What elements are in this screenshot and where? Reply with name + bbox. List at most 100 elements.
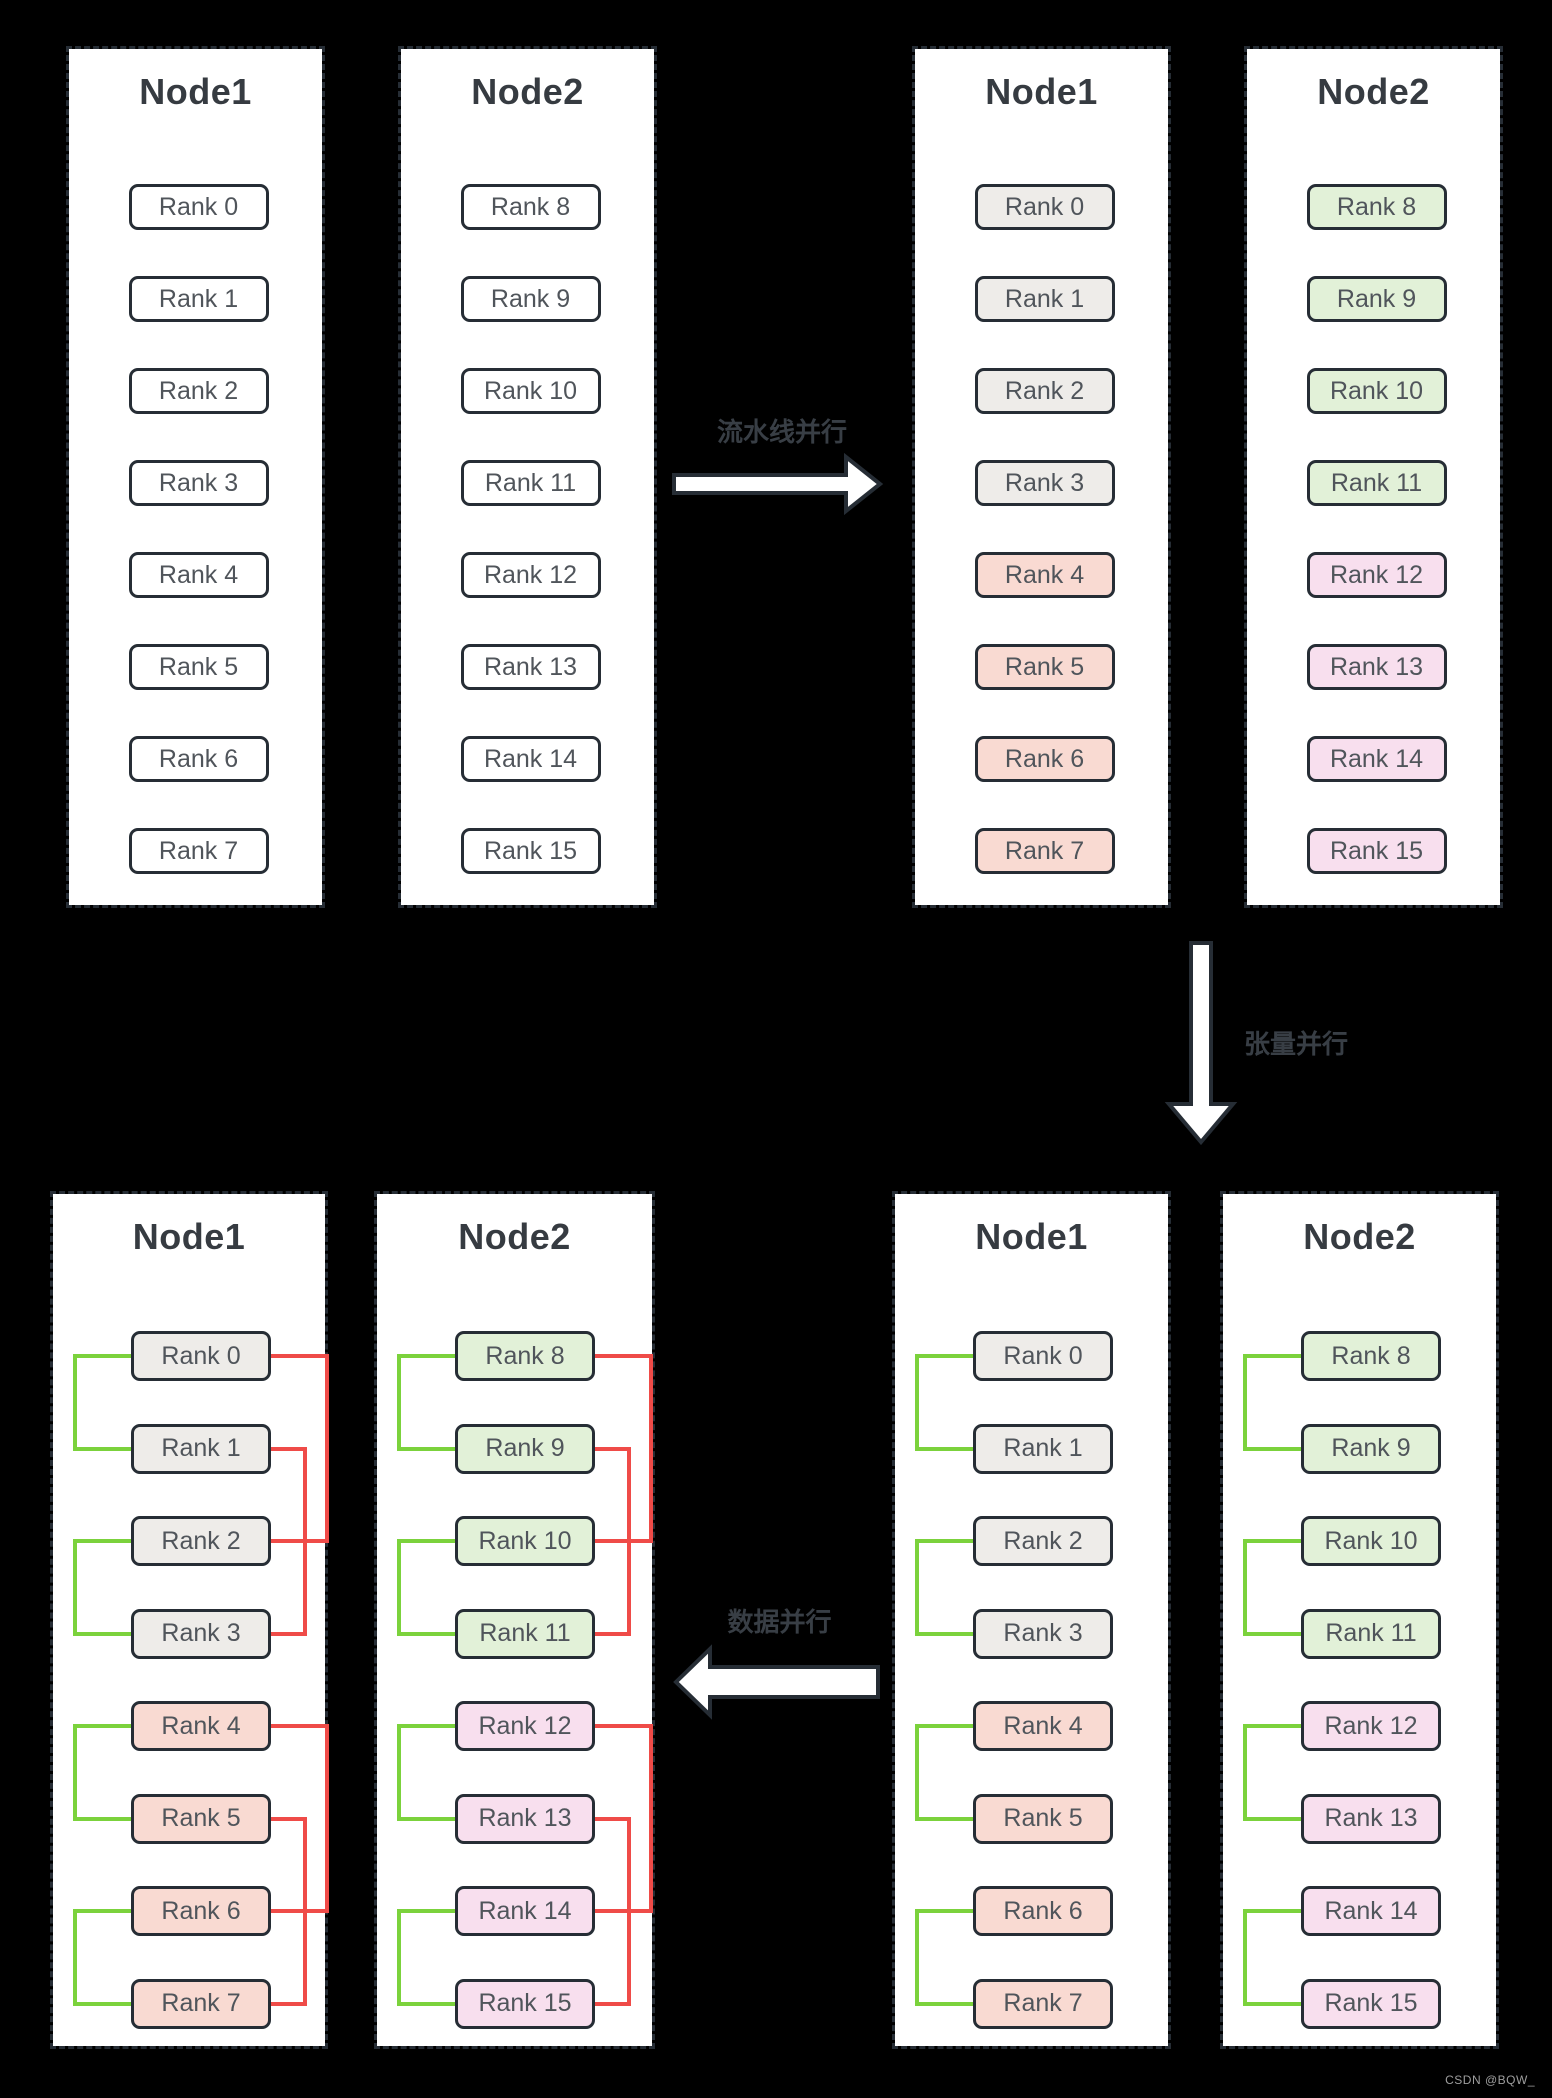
- data-parallel-link: [397, 1354, 455, 1451]
- pipeline-parallel-arrow: 流水线并行: [672, 412, 892, 515]
- rank-label: Rank 14: [1324, 1896, 1418, 1925]
- rank-box: Rank 10: [455, 1516, 595, 1566]
- panel-title: Node2: [1303, 1216, 1416, 1257]
- rank-label: Rank 5: [1003, 1804, 1083, 1832]
- rank-box: Rank 0: [128, 184, 269, 230]
- data-parallel-link: [1243, 1724, 1301, 1821]
- rank-label: Rank 13: [483, 652, 578, 681]
- rank-label: Rank 6: [161, 1896, 241, 1925]
- data-parallel-arrow: 数据并行: [672, 1602, 887, 1721]
- rank-label: Rank 12: [1329, 560, 1424, 589]
- panel-title: Node2: [471, 71, 584, 112]
- data-parallel-link: [1243, 1354, 1301, 1451]
- rank-label: Rank 3: [158, 468, 239, 497]
- data-parallel-link: [73, 1724, 131, 1821]
- rank-label: Rank 11: [479, 1619, 571, 1647]
- rank-label: Rank 15: [1324, 1989, 1418, 2017]
- rank-label: Rank 5: [1004, 652, 1085, 681]
- rank-box: Rank 4: [131, 1701, 271, 1751]
- rank-label: Rank 13: [1324, 1804, 1418, 1832]
- rank-box: Rank 5: [131, 1793, 271, 1844]
- rank-label: Rank 2: [161, 1526, 241, 1555]
- data-parallel-link: [1243, 1909, 1301, 2006]
- rank-box: Rank 2: [973, 1516, 1113, 1566]
- rank-box: Rank 4: [974, 552, 1115, 598]
- rank-box: Rank 2: [131, 1516, 271, 1566]
- rank-label: Rank 15: [478, 1989, 572, 2017]
- rank-box: Rank 6: [128, 736, 269, 782]
- rank-box: Rank 1: [974, 276, 1115, 322]
- rank-label: Rank 9: [1336, 284, 1417, 313]
- data-parallel-link: [73, 1354, 131, 1451]
- panel-title: Node2: [1317, 71, 1430, 112]
- rank-box: Rank 6: [973, 1886, 1113, 1936]
- rank-label: Rank 7: [161, 1989, 241, 2017]
- rank-box: Rank 5: [974, 644, 1115, 690]
- rank-label: Rank 10: [483, 376, 578, 405]
- rank-box: Rank 9: [460, 276, 601, 322]
- rank-box: Rank 3: [973, 1608, 1113, 1659]
- rank-label: Rank 4: [161, 1711, 241, 1740]
- tensor-parallel-link: [595, 1354, 653, 1543]
- rank-label: Rank 2: [1004, 376, 1085, 405]
- rank-label: Rank 10: [478, 1526, 572, 1555]
- tensor-parallel-link: [595, 1446, 631, 1636]
- rank-label: Rank 14: [1329, 744, 1424, 773]
- rank-box: Rank 7: [131, 1978, 271, 2029]
- rank-box: Rank 12: [460, 552, 601, 598]
- rank-box: Rank 12: [1301, 1701, 1441, 1751]
- rank-label: Rank 10: [1324, 1526, 1418, 1555]
- rank-label: Rank 6: [158, 744, 239, 773]
- rank-label: Rank 7: [1004, 836, 1085, 865]
- rank-label: Rank 0: [161, 1341, 241, 1370]
- rank-box: Rank 11: [455, 1608, 595, 1659]
- rank-box: Rank 10: [1306, 368, 1447, 414]
- rank-label: Rank 4: [158, 560, 239, 589]
- rank-box: Rank 10: [460, 368, 601, 414]
- rank-box: Rank 13: [1301, 1793, 1441, 1844]
- rank-area: Rank 0 Rank 1 Rank 2 Rank 3 Rank 4 Rank 5 Rank…: [53, 1194, 329, 2046]
- rank-label: Rank 13: [1329, 652, 1424, 681]
- rank-box: Rank 13: [455, 1793, 595, 1844]
- data-parallel-link: [73, 1909, 131, 2006]
- rank-label: Rank 5: [161, 1804, 241, 1832]
- tensor-parallel-label: 张量并行: [1244, 1029, 1349, 1059]
- rank-box: Rank 2: [974, 368, 1115, 414]
- rank-box: Rank 1: [131, 1423, 271, 1474]
- rank-label: Rank 15: [483, 836, 578, 865]
- tensor-parallel-link: [595, 1724, 653, 1913]
- left-arrow-icon: [673, 1644, 880, 1720]
- rank-box: Rank 13: [1306, 644, 1447, 690]
- rank-label: Rank 8: [1331, 1341, 1411, 1370]
- rank-label: Rank 2: [1003, 1526, 1083, 1555]
- rank-label: Rank 4: [1004, 560, 1085, 589]
- rank-box: Rank 6: [131, 1886, 271, 1936]
- rank-box: Rank 14: [460, 736, 601, 782]
- rank-label: Rank 12: [483, 560, 578, 589]
- rank-box: Rank 13: [460, 644, 601, 690]
- rank-box: Rank 3: [131, 1608, 271, 1659]
- rank-label: Rank 3: [161, 1619, 241, 1647]
- rank-label: Rank 8: [485, 1341, 565, 1370]
- data-parallel-link: [397, 1539, 455, 1636]
- panel-title: Node1: [132, 1216, 246, 1257]
- rank-box: Rank 14: [1301, 1886, 1441, 1936]
- panel-title: Node1: [139, 71, 252, 112]
- data-parallel-link: [397, 1909, 455, 2006]
- rank-box: Rank 15: [1306, 828, 1447, 874]
- rank-box: Rank 3: [974, 460, 1115, 506]
- rank-box: Rank 7: [973, 1978, 1113, 2029]
- rank-box: Rank 8: [1301, 1331, 1441, 1381]
- tensor-parallel-link: [595, 1816, 631, 2006]
- rank-box: Rank 8: [1306, 184, 1447, 230]
- rank-label: Rank 8: [490, 192, 571, 221]
- tensor-parallel-link: [271, 1724, 329, 1913]
- data-parallel-link: [915, 1354, 973, 1451]
- rank-label: Rank 3: [1004, 468, 1085, 497]
